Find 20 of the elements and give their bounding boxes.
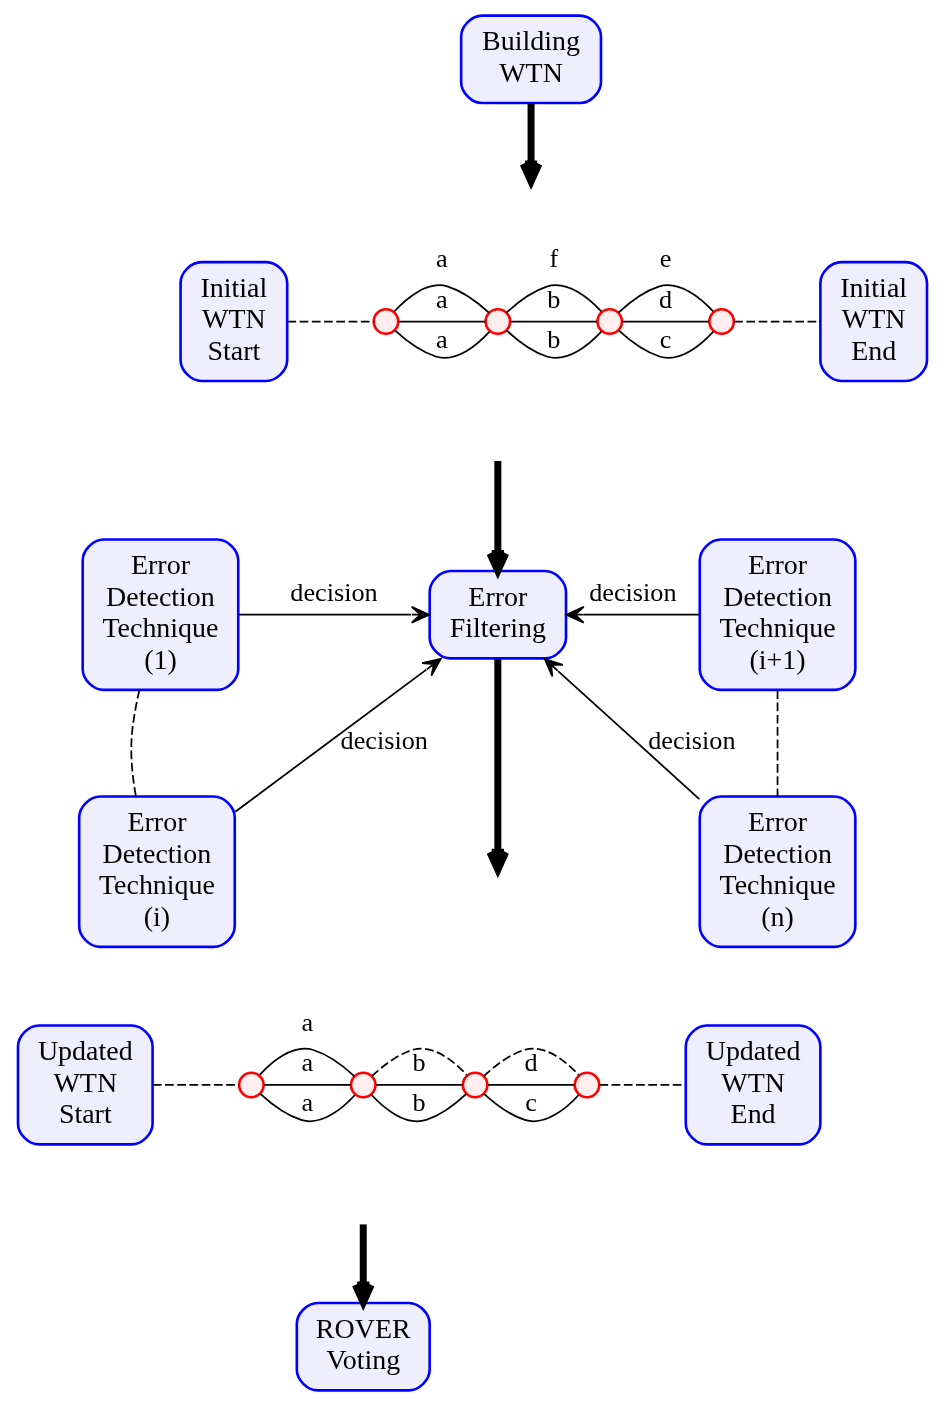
edge-label: b	[546, 324, 560, 354]
edge-label: a	[435, 324, 448, 354]
edge-label: d	[658, 284, 672, 314]
edge-label: decision	[340, 726, 428, 756]
edge-label: decision	[588, 577, 677, 607]
edge-label: a	[435, 284, 448, 314]
edge-label: a	[435, 244, 448, 274]
edge-label: decision	[289, 577, 378, 607]
edge-label: a	[300, 1047, 313, 1077]
edge-label: decision	[647, 726, 736, 756]
edge-label: a	[300, 1007, 313, 1037]
edge-label: d	[524, 1047, 538, 1077]
edge-label: f	[548, 244, 558, 274]
edge-label: b	[412, 1088, 426, 1118]
edge-label: c	[524, 1088, 537, 1118]
edge-label: b	[412, 1047, 426, 1077]
edge-label: a	[300, 1088, 313, 1118]
edge-label: e	[659, 244, 671, 274]
edge-label: b	[546, 284, 560, 314]
edge-label: c	[659, 324, 671, 354]
